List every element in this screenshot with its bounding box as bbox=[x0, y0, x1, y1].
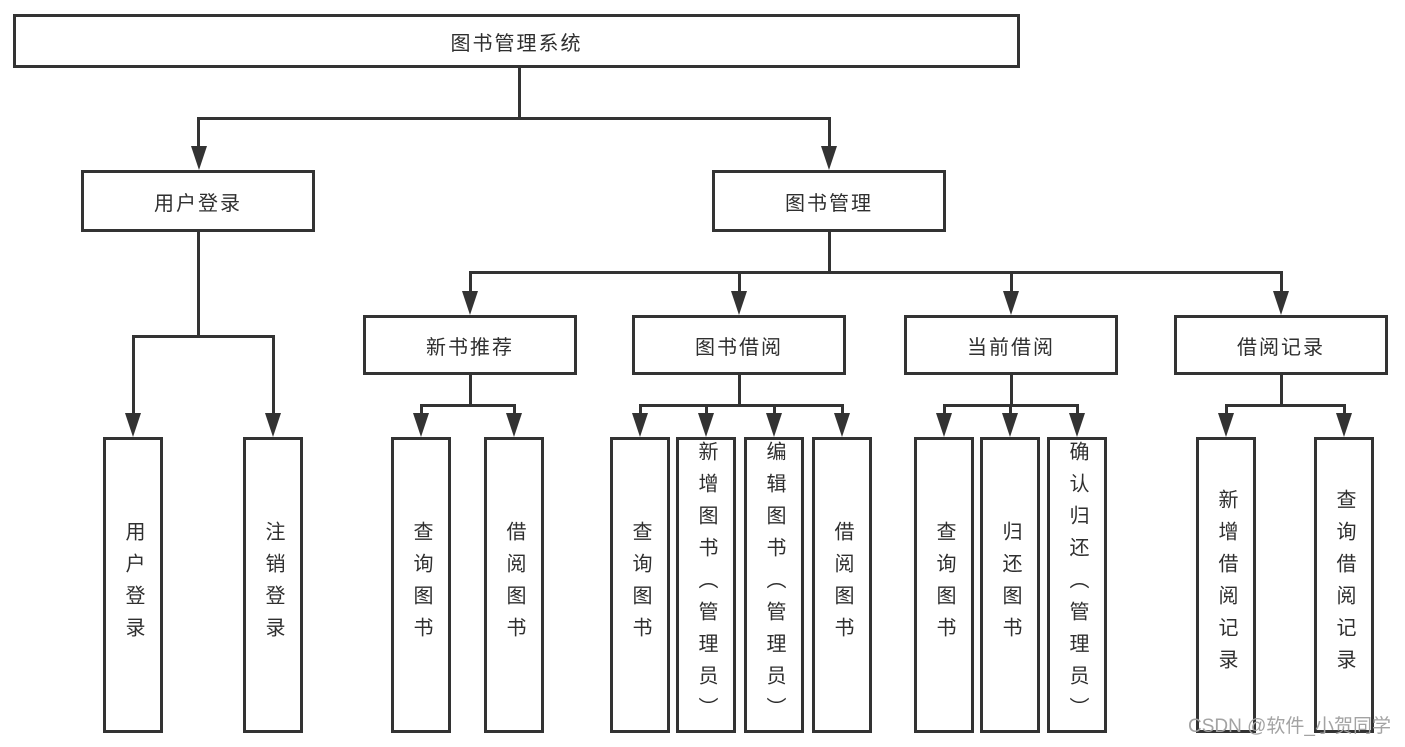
connector-line bbox=[773, 404, 776, 417]
node-label: 借阅记录 bbox=[1237, 336, 1325, 359]
leaf-confirm-return-admin: 确认归还（管理员） bbox=[1047, 437, 1107, 733]
connector-line bbox=[1343, 404, 1346, 417]
arrow-down-icon bbox=[632, 413, 648, 437]
connector-line bbox=[1225, 404, 1346, 407]
leaf-borrow-books-recommend: 借阅图书 bbox=[484, 437, 544, 733]
node-current-borrow: 当前借阅 bbox=[904, 315, 1118, 375]
connector-line bbox=[518, 68, 521, 118]
arrow-down-icon bbox=[821, 146, 837, 170]
node-label: 查询图书 bbox=[933, 521, 955, 649]
connector-line bbox=[1280, 271, 1283, 295]
connector-line bbox=[738, 375, 741, 407]
connector-line bbox=[132, 335, 135, 417]
connector-line bbox=[1225, 404, 1228, 417]
connector-line bbox=[1280, 375, 1283, 407]
connector-line bbox=[420, 404, 516, 407]
node-label: 新增借阅记录 bbox=[1215, 489, 1237, 681]
connector-line bbox=[1010, 271, 1013, 295]
node-label: 借阅图书 bbox=[503, 521, 525, 649]
node-book-borrow: 图书借阅 bbox=[632, 315, 846, 375]
leaf-add-borrow-record: 新增借阅记录 bbox=[1196, 437, 1256, 733]
connector-line bbox=[272, 335, 275, 417]
arrow-down-icon bbox=[766, 413, 782, 437]
node-label: 注销登录 bbox=[262, 521, 284, 649]
connector-line bbox=[197, 117, 200, 149]
leaf-edit-book-admin: 编辑图书（管理员） bbox=[744, 437, 804, 733]
arrow-down-icon bbox=[731, 291, 747, 315]
arrow-down-icon bbox=[698, 413, 714, 437]
connector-line bbox=[639, 404, 843, 407]
connector-line bbox=[197, 117, 831, 120]
connector-line bbox=[469, 375, 472, 407]
leaf-user-login: 用户登录 bbox=[103, 437, 163, 733]
arrow-down-icon bbox=[506, 413, 522, 437]
node-label: 图书管理 bbox=[785, 192, 873, 215]
arrow-down-icon bbox=[1069, 413, 1085, 437]
node-label: 新增图书（管理员） bbox=[695, 441, 717, 729]
node-label: 图书管理系统 bbox=[450, 32, 583, 55]
arrow-down-icon bbox=[1336, 413, 1352, 437]
node-library-system: 图书管理系统 bbox=[13, 14, 1020, 68]
arrow-down-icon bbox=[413, 413, 429, 437]
connector-line bbox=[420, 404, 423, 417]
leaf-query-borrow-record: 查询借阅记录 bbox=[1314, 437, 1374, 733]
arrow-down-icon bbox=[1218, 413, 1234, 437]
connector-line bbox=[469, 271, 472, 295]
node-label: 用户登录 bbox=[154, 192, 242, 215]
arrow-down-icon bbox=[1273, 291, 1289, 315]
node-label: 编辑图书（管理员） bbox=[763, 441, 785, 729]
arrow-down-icon bbox=[125, 413, 141, 437]
node-label: 查询图书 bbox=[629, 521, 651, 649]
node-book-management: 图书管理 bbox=[712, 170, 946, 232]
watermark-text: CSDN @软件_小贺同学 bbox=[1188, 716, 1391, 737]
arrow-down-icon bbox=[191, 146, 207, 170]
connector-line bbox=[513, 404, 516, 417]
arrow-down-icon bbox=[936, 413, 952, 437]
leaf-query-books-recommend: 查询图书 bbox=[391, 437, 451, 733]
connector-line bbox=[738, 271, 741, 295]
leaf-return-books: 归还图书 bbox=[980, 437, 1040, 733]
node-label: 确认归还（管理员） bbox=[1066, 441, 1088, 729]
leaf-query-books-current: 查询图书 bbox=[914, 437, 974, 733]
connector-line bbox=[1076, 404, 1079, 417]
connector-line bbox=[1009, 404, 1012, 417]
connector-line bbox=[841, 404, 844, 417]
connector-line bbox=[705, 404, 708, 417]
node-label: 图书借阅 bbox=[695, 336, 783, 359]
arrow-down-icon bbox=[1002, 413, 1018, 437]
arrow-down-icon bbox=[834, 413, 850, 437]
node-borrow-records: 借阅记录 bbox=[1174, 315, 1388, 375]
node-label: 用户登录 bbox=[122, 521, 144, 649]
connector-line bbox=[469, 271, 1283, 274]
arrow-down-icon bbox=[1003, 291, 1019, 315]
connector-line bbox=[1010, 375, 1013, 407]
node-label: 查询图书 bbox=[410, 521, 432, 649]
connector-line bbox=[943, 404, 946, 417]
leaf-add-book-admin: 新增图书（管理员） bbox=[676, 437, 736, 733]
leaf-query-books-borrow: 查询图书 bbox=[610, 437, 670, 733]
connector-line bbox=[828, 232, 831, 274]
node-label: 查询借阅记录 bbox=[1333, 489, 1355, 681]
connector-line bbox=[132, 335, 275, 338]
arrow-down-icon bbox=[265, 413, 281, 437]
node-label: 归还图书 bbox=[999, 521, 1021, 649]
connector-line bbox=[828, 117, 831, 149]
connector-line bbox=[197, 232, 200, 337]
leaf-logout-login: 注销登录 bbox=[243, 437, 303, 733]
node-label: 新书推荐 bbox=[426, 336, 514, 359]
node-label: 当前借阅 bbox=[967, 336, 1055, 359]
leaf-borrow-books: 借阅图书 bbox=[812, 437, 872, 733]
connector-line bbox=[639, 404, 642, 417]
node-new-book-recommend: 新书推荐 bbox=[363, 315, 577, 375]
arrow-down-icon bbox=[462, 291, 478, 315]
node-user-login: 用户登录 bbox=[81, 170, 315, 232]
node-label: 借阅图书 bbox=[831, 521, 853, 649]
